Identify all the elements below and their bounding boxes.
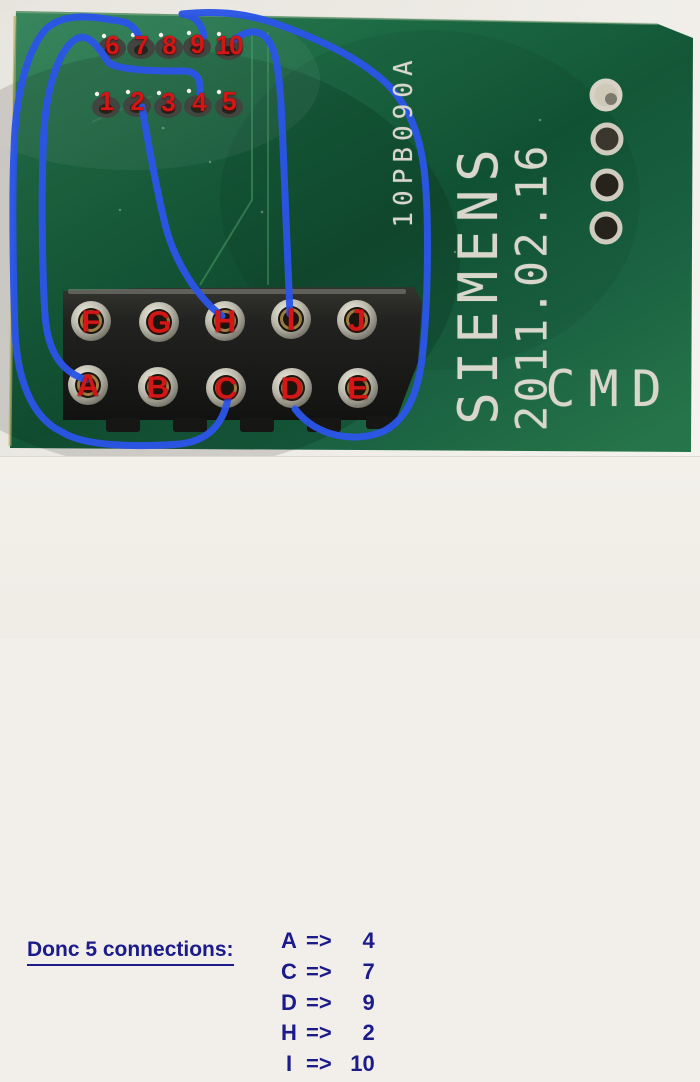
connection-row: C => 7: [278, 959, 375, 990]
connection-pad: 2: [362, 1020, 375, 1046]
pin-letter-d: D: [280, 370, 304, 406]
silkscreen-brand: SIEMENS: [447, 141, 510, 425]
wire-i-to-10: [231, 28, 294, 318]
wire-d-to-9: [178, 8, 431, 441]
pin-letter-e: E: [347, 370, 369, 406]
pin-letter-g: G: [146, 304, 172, 340]
dust-specks: [118, 118, 542, 254]
caption-title: Donc 5 connections:: [27, 938, 234, 966]
pin-letter-h: H: [213, 303, 237, 339]
connection-pad: 9: [362, 989, 375, 1015]
pin-letter-b: B: [146, 369, 170, 405]
pcb-trace: [199, 32, 253, 286]
mounting-holes: [589, 78, 624, 245]
caption-area: Donc 5 connections: A => 4 C => 7 D => 9…: [0, 457, 700, 1076]
pad-number-7: 7: [134, 30, 149, 60]
pad-number-8: 8: [162, 30, 177, 60]
connection-pad: 4: [362, 928, 375, 953]
pin-letter-c: C: [214, 370, 238, 406]
annotation-wires: [9, 8, 431, 450]
pad-number-9: 9: [190, 29, 205, 59]
pin-letter-f: F: [81, 303, 101, 339]
pin-letter-a: A: [76, 367, 100, 403]
pad-row-bottom: [92, 88, 243, 118]
connection-pin: C: [281, 958, 297, 984]
arrow-symbol: =>: [306, 958, 332, 984]
pin-letter-i: I: [286, 301, 296, 337]
arrow-symbol: =>: [306, 928, 332, 953]
silkscreen-code: CMD: [545, 360, 675, 418]
connection-row: I => 10: [278, 1051, 375, 1082]
connection-row: A => 4: [278, 928, 375, 959]
arrow-symbol: =>: [306, 989, 332, 1015]
connection-row: D => 9: [278, 990, 375, 1021]
arrow-symbol: =>: [306, 1051, 332, 1077]
pin-letter-j: J: [348, 302, 366, 338]
silkscreen-part-number: 10PB090A: [389, 54, 419, 228]
pad-number-2: 2: [130, 86, 145, 116]
pad-number-10: 10: [215, 30, 244, 60]
pad-number-4: 4: [192, 87, 207, 117]
connection-pin: I: [285, 1051, 293, 1077]
wire-a-to-4: [38, 33, 204, 384]
pad-number-3: 3: [161, 87, 176, 117]
pcb-photo: 6 7 8 9 10 1 2 3 4 5 F G H I J A B C D E…: [0, 0, 700, 457]
connection-pad: 10: [350, 1051, 375, 1077]
connection-list: A => 4 C => 7 D => 9 H => 2 I =>: [278, 928, 375, 1082]
connection-row: H => 2: [278, 1020, 375, 1051]
wire-h-to-2: [138, 103, 226, 320]
connection-pin: H: [281, 1020, 297, 1046]
connection-pin: A: [281, 928, 297, 953]
arrow-symbol: =>: [306, 1020, 332, 1046]
connection-pad: 7: [362, 958, 375, 984]
connector-sockets: [68, 299, 378, 408]
connection-pin: D: [281, 989, 297, 1015]
pad-number-1: 1: [99, 86, 114, 116]
wire-c-to-7: [9, 13, 232, 450]
pad-number-6: 6: [105, 30, 120, 60]
pad-number-5: 5: [222, 86, 237, 116]
pcb-board-graphic: [0, 0, 693, 456]
